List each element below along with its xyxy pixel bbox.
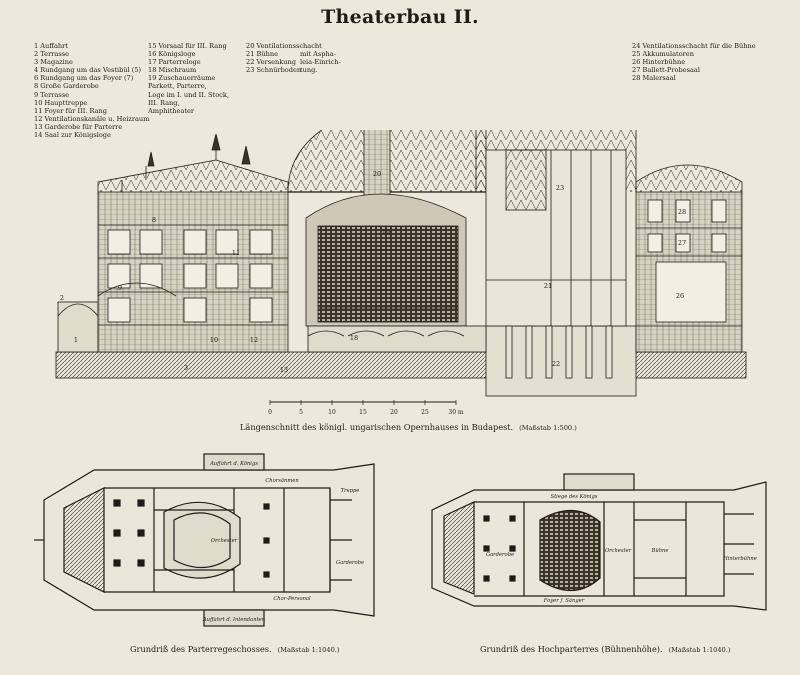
plan-right-label-stage: Bühne — [651, 548, 669, 554]
legend-item-col2-7: III. Rang, — [148, 98, 180, 107]
legend-brace-col3-1: leia-Einrich- — [300, 58, 341, 67]
section-label-1: 1 — [74, 336, 78, 344]
legend-item-col1-2: 3 Magazine — [34, 58, 73, 67]
section-label-18: 18 — [350, 334, 358, 342]
section-scale-bar: 0 5 10 15 20 25 30 m — [268, 400, 464, 416]
legend-item-col4-1: 25 Akkumulatoren — [632, 50, 694, 59]
section-label-22: 22 — [552, 360, 560, 368]
legend-brace-col3-0: mit Aspha- — [300, 50, 336, 58]
plan-left-label-director-drive: Auffahrt d. Intendanten — [202, 617, 265, 623]
legend-item-col4-4: 28 Malersaal — [632, 74, 676, 83]
scale-tick-20: 20 — [390, 409, 398, 416]
plan-left-label-royal-drive: Auffahrt d. Königs — [209, 461, 258, 467]
legend-item-col1-5: 8 Große Garderobe — [34, 82, 99, 91]
legend-item-col4-3: 27 Ballett-Probesaal — [632, 66, 700, 75]
section-label-8: 8 — [152, 216, 156, 224]
section-label-19: 19 — [382, 228, 390, 236]
legend-item-col2-0: 15 Vorsaal für III. Rang — [148, 42, 227, 50]
legend-item-col1-1: 2 Terrasse — [34, 50, 69, 59]
legend-column-3-brace: mit Aspha-leia-Einrich-tung. — [300, 50, 341, 74]
legend-item-col2-3: 18 Mischraum — [148, 66, 197, 75]
legend-item-col3-3: 23 Schnürboden — [246, 66, 302, 75]
plan-right-label-wardrobe: Garderobe — [486, 552, 514, 558]
section-label-3: 3 — [184, 364, 188, 372]
section-label-21: 21 — [544, 282, 552, 290]
legend-item-col1-9: 12 Ventilationskanäle u. Heizraum — [34, 114, 150, 123]
plate-title: Theaterbau II. — [321, 6, 479, 28]
legend-item-col3-2: 22 Versenkung — [246, 58, 296, 67]
ground-floor-caption-scale: (Maßstab 1:1040.) — [277, 646, 340, 654]
stage-level-caption-text: Grundriß des Hochparterres (Bühnenhöhe). — [480, 644, 663, 654]
section-label-11: 11 — [232, 249, 240, 257]
section-label-28: 28 — [678, 208, 686, 216]
section-label-13: 13 — [280, 366, 288, 374]
scale-tick-5: 5 — [299, 409, 303, 416]
ground-floor-plan: Auffahrt d. Königs Chorsänmen Orchester … — [34, 453, 375, 627]
plan-right-label-orchestra: Orchester — [605, 548, 632, 554]
section-label-9: 9 — [118, 284, 122, 292]
stage-level-plan: Stiege des Königs Garderobe Orchester Bü… — [431, 473, 767, 611]
plan-right-label-royal-stairs: Stiege des Königs — [551, 494, 598, 500]
legend-item-col2-8: Amphitheater — [148, 106, 195, 115]
legend-item-col1-7: 10 Haupttreppe — [34, 98, 88, 107]
section-label-26: 26 — [676, 292, 684, 300]
plan-left-label-stairs: Treppe — [341, 488, 360, 494]
legend-item-col1-4: 6 Rundgang um das Foyer (7) — [34, 74, 134, 83]
plan-left-label-wardrobe: Garderobe — [336, 560, 364, 566]
legend-item-col1-3: 4 Rundgang um das Vestibül (5) — [34, 66, 142, 75]
legend-item-col1-0: 1 Auffahrt — [34, 42, 68, 50]
legend-item-col4-0: 24 Ventilationsschacht für die Bühne — [632, 42, 756, 50]
stage-level-caption-scale: (Maßstab 1:1040.) — [668, 646, 731, 654]
legend-item-col2-2: 17 Parterreloge — [148, 58, 201, 67]
plan-left-label-orchestra: Orchester — [211, 538, 238, 544]
plan-right-label-singers-foyer: Foyer f. Sänger — [543, 598, 585, 604]
section-label-27: 27 — [678, 239, 686, 247]
legend-brace-col3-2: tung. — [300, 66, 318, 75]
scale-tick-15: 15 — [359, 409, 367, 416]
legend-item-col4-2: 26 Hinterbühne — [632, 58, 686, 67]
legend-item-col1-10: 13 Garderobe für Parterre — [34, 122, 123, 131]
scale-tick-10: 10 — [328, 409, 336, 416]
legend-item-col2-4: 19 Zuschauerräume — [148, 74, 216, 83]
scale-tick-25: 25 — [421, 409, 429, 416]
legend-item-col1-11: 14 Saal zur Königsloge — [34, 131, 111, 140]
legend-item-col1-8: 11 Foyer für III. Rang — [34, 106, 108, 115]
ground-floor-caption: Grundriß des Parterregeschosses. (Maßstab… — [130, 644, 339, 654]
scale-tick-0: 0 — [268, 409, 272, 416]
legend-item-col2-6: Loge im I. und II. Stock, — [148, 90, 229, 99]
section-label-2: 2 — [60, 294, 64, 302]
scale-tick-30: 30 m — [448, 409, 464, 416]
longitudinal-section-drawing: 1 2 3 8 9 10 11 12 13 18 19 20 21 22 23 … — [55, 130, 747, 397]
legend-item-col3-1: 21 Bühne — [246, 50, 278, 59]
section-label-12: 12 — [250, 336, 258, 344]
ground-floor-caption-text: Grundriß des Parterregeschosses. — [130, 644, 272, 654]
legend-item-col3-0: 20 Ventilationsschacht — [246, 42, 322, 50]
section-label-10: 10 — [210, 336, 218, 344]
plan-left-label-chorus-staff: Chor-Personal — [273, 596, 311, 602]
plan-left-label-chorus-rooms: Chorsänmen — [265, 478, 298, 484]
legend-item-col2-1: 16 Königsloge — [148, 50, 196, 59]
stage-level-caption: Grundriß des Hochparterres (Bühnenhöhe).… — [480, 644, 730, 654]
legend-item-col1-6: 9 Terrasse — [34, 90, 69, 99]
plan-right-label-rear-stage: Hinterbühne — [722, 556, 757, 562]
section-label-23: 23 — [556, 184, 564, 192]
section-label-20: 20 — [373, 170, 381, 178]
section-caption: Längenschnitt des königl. ungarischen Op… — [240, 422, 577, 432]
section-caption-scale: (Maßstab 1:500.) — [519, 424, 577, 432]
section-caption-text: Längenschnitt des königl. ungarischen Op… — [240, 422, 514, 432]
legend-item-col2-5: Parkett, Parterre, — [148, 82, 207, 91]
